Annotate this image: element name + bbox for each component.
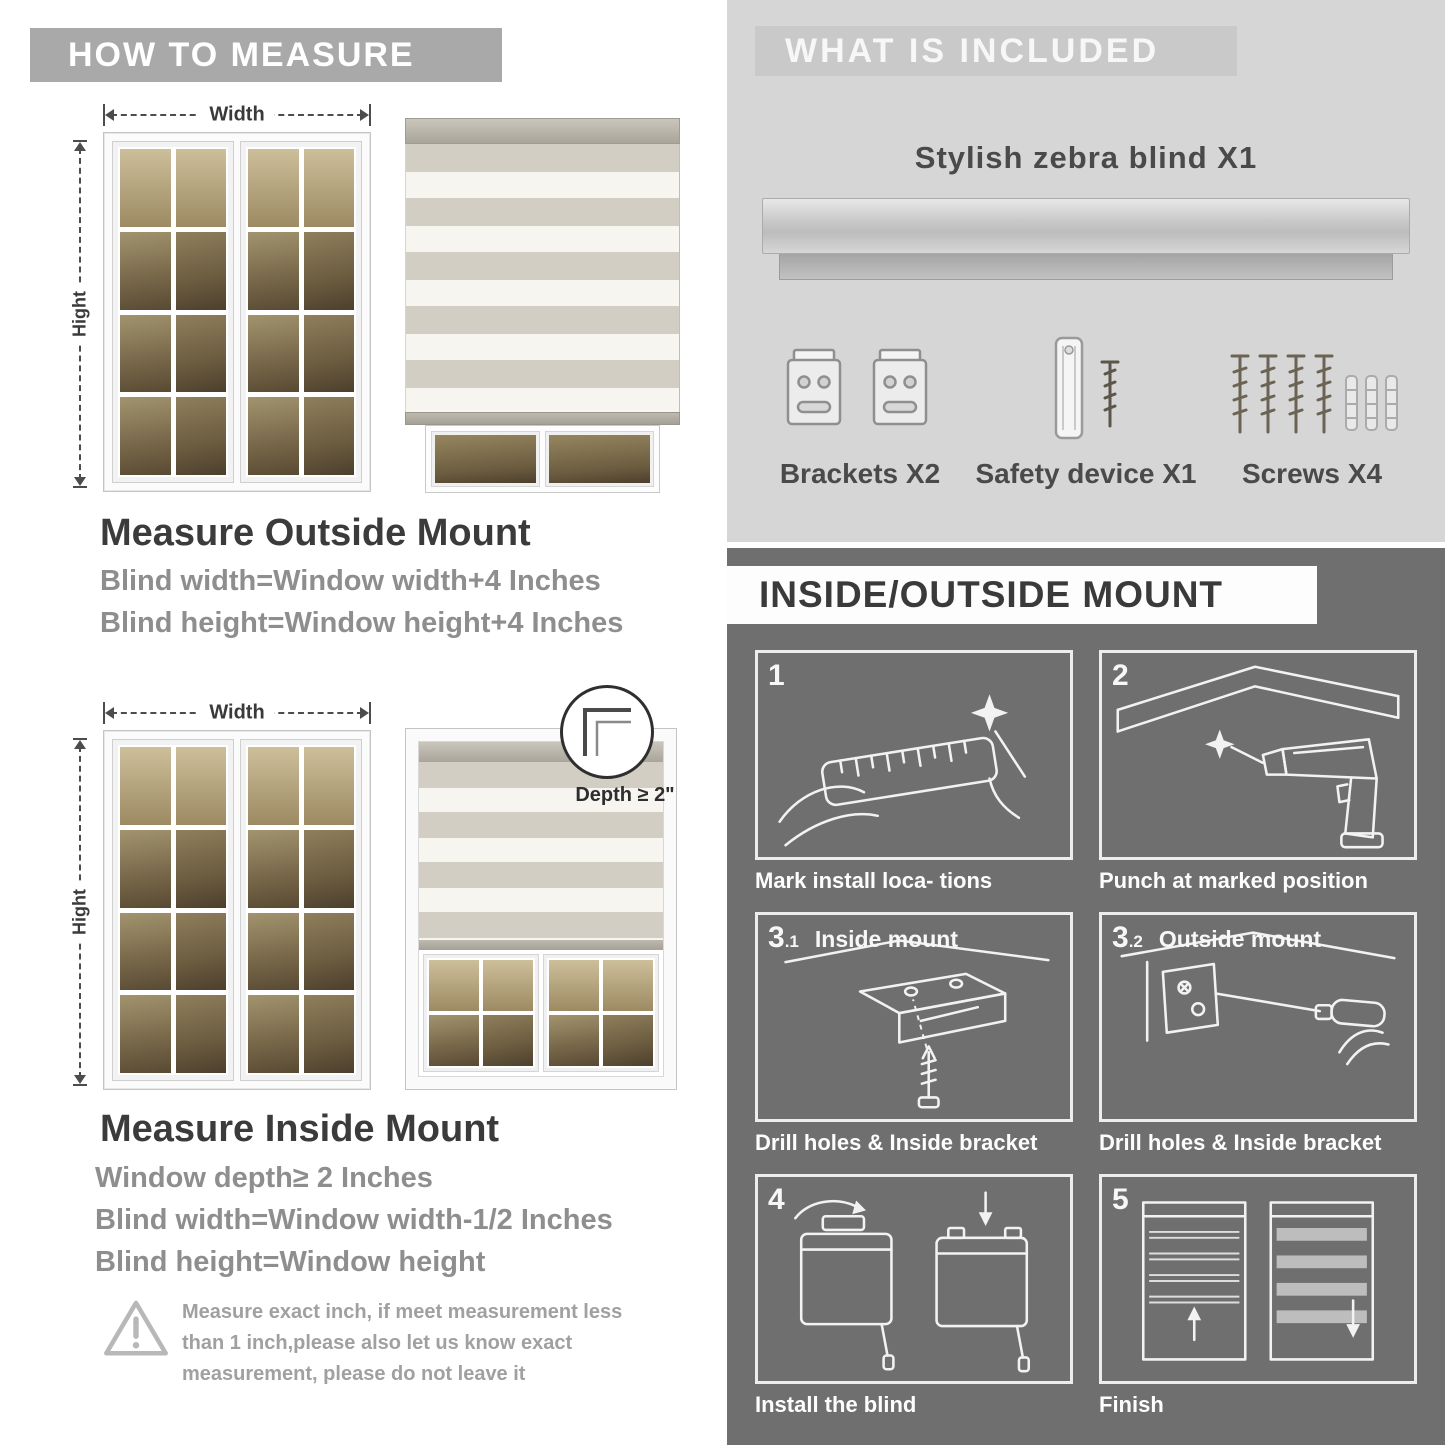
height-label: Hight xyxy=(69,881,91,943)
outside-mount-blind-illustration xyxy=(405,118,680,493)
what-is-included-header: WHAT IS INCLUDED xyxy=(755,26,1237,76)
width-arrow: Width xyxy=(103,103,371,127)
step-number: 1 xyxy=(768,659,785,692)
zebra-blind-label: Stylish zebra blind X1 xyxy=(914,140,1258,175)
window-bottom xyxy=(425,425,660,493)
step-caption: Drill holes & Inside bracket xyxy=(1099,1130,1382,1155)
width-label: Width xyxy=(199,701,275,725)
included-item-screws: Screws X4 xyxy=(1199,318,1425,490)
height-label: Hight xyxy=(69,283,91,345)
window-illustration xyxy=(103,730,371,1090)
inside-rule-3: Blind height=Window height xyxy=(95,1246,486,1278)
how-to-measure-banner: HOW TO MEASURE xyxy=(30,28,502,82)
step-number: 4 xyxy=(768,1183,785,1216)
zebra-blind-valance-illustration xyxy=(779,254,1393,280)
what-is-included-panel: WHAT IS INCLUDED Stylish zebra blind X1 xyxy=(727,0,1445,542)
depth-callout-label: Depth ≥ 2" xyxy=(575,784,675,806)
step-number: 3 xyxy=(768,921,785,954)
mount-step-4: 4 xyxy=(755,1174,1073,1420)
step-caption: Mark install loca- tions xyxy=(755,868,993,893)
step-title: Inside mount xyxy=(814,926,958,952)
outside-mount-title: Measure Outside Mount xyxy=(100,512,531,554)
blind-bottom-rail xyxy=(405,412,680,425)
zebra-stripes xyxy=(405,144,680,412)
inside-mount-illustrations: Width Hight xyxy=(55,685,695,1103)
mount-step-5: 5 xyxy=(1099,1174,1417,1420)
step-number: 3 xyxy=(1112,921,1129,954)
inside-outside-mount-header: INSIDE/OUTSIDE MOUNT xyxy=(727,566,1317,624)
included-item-safety-device: Safety device X1 xyxy=(973,318,1199,490)
height-arrow: Hight xyxy=(69,738,91,1086)
mount-step-1: 1 xyxy=(755,650,1073,896)
mount-step-3-2: 3.2 Outside mount xyxy=(1099,912,1417,1158)
depth-callout-circle xyxy=(560,685,654,779)
zebra-stripes xyxy=(419,762,663,940)
safety-device-icon xyxy=(1036,318,1136,446)
step-caption: Finish xyxy=(1099,1392,1164,1417)
step-number: 2 xyxy=(1112,659,1129,692)
inside-mount-title: Measure Inside Mount xyxy=(100,1108,500,1150)
mount-instructions-panel: INSIDE/OUTSIDE MOUNT 1 xyxy=(727,548,1445,1445)
measure-warning-text: Measure exact inch, if meet measurement … xyxy=(182,1301,623,1385)
outside-bracket-icon xyxy=(1120,931,1396,1066)
window-bottom xyxy=(419,950,663,1076)
zebra-blind-headrail-illustration xyxy=(762,198,1410,254)
inside-rule-2: Blind width=Window width-1/2 Inches xyxy=(95,1204,613,1236)
included-items-row: Brackets X2 xyxy=(747,318,1425,490)
step-caption: Install the blind xyxy=(755,1392,917,1417)
outside-mount-illustrations: Width Hight xyxy=(55,100,695,505)
outside-rule-1: Blind width=Window width+4 Inches xyxy=(100,565,601,597)
warning-triangle-icon xyxy=(100,1296,172,1362)
height-arrow: Hight xyxy=(69,140,91,488)
width-label: Width xyxy=(199,103,275,127)
included-item-brackets: Brackets X2 xyxy=(747,318,973,490)
inside-bracket-icon xyxy=(784,939,1050,1109)
install-blind-icon xyxy=(794,1191,1031,1373)
mount-step-2: 2 xyxy=(1099,650,1417,896)
brackets-icon xyxy=(776,318,944,446)
inside-rule-1: Window depth≥ 2 Inches xyxy=(95,1162,433,1194)
step-number: 5 xyxy=(1112,1183,1129,1216)
inside-mount-blind-illustration xyxy=(405,728,677,1090)
ruler-marking-icon xyxy=(778,694,1027,847)
drill-icon xyxy=(1116,665,1400,849)
mount-step-3-1: 3.1 Inside mount xyxy=(755,912,1073,1158)
blind-cassette xyxy=(405,118,680,144)
outside-rule-2: Blind height=Window height+4 Inches xyxy=(100,607,624,639)
window-illustration xyxy=(103,132,371,492)
blind-bottom-rail xyxy=(419,940,663,950)
window-corner-icon xyxy=(583,708,631,756)
mount-steps-grid: 1 xyxy=(755,650,1417,1420)
brackets-label: Brackets X2 xyxy=(779,458,941,489)
screws-label: Screws X4 xyxy=(1241,458,1383,489)
step-title: Outside mount xyxy=(1158,926,1322,952)
width-arrow: Width xyxy=(103,701,371,725)
finish-blinds-icon xyxy=(1141,1201,1375,1361)
screws-icon xyxy=(1224,318,1400,446)
step-caption: Punch at marked position xyxy=(1099,868,1368,893)
step-caption: Drill holes & Inside bracket xyxy=(755,1130,1038,1155)
safety-device-label: Safety device X1 xyxy=(975,458,1197,489)
